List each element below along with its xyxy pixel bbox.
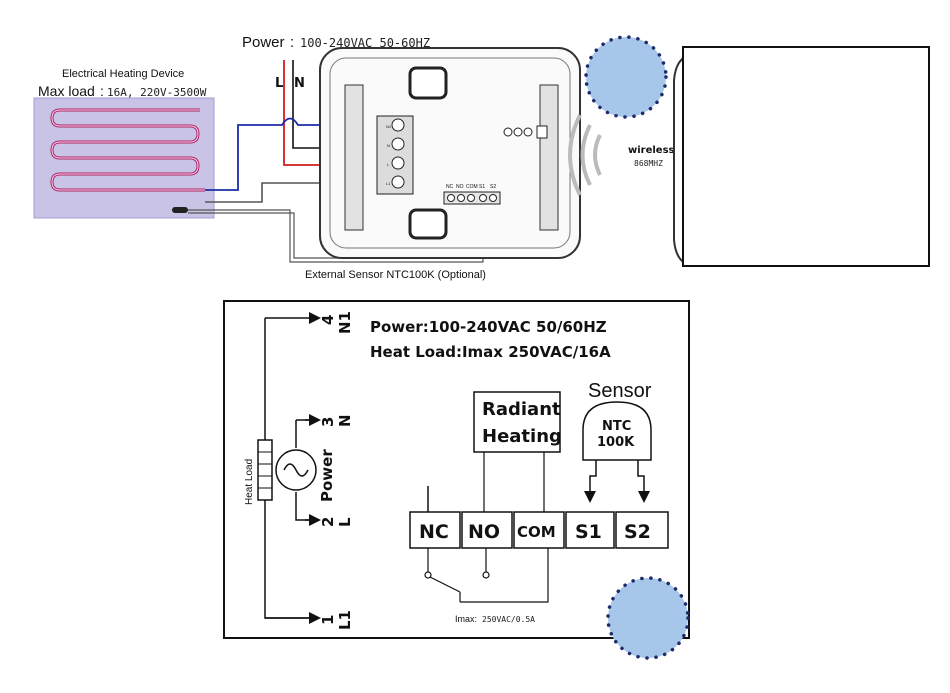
power-side-label: Power — [318, 449, 336, 502]
terminal-label-no: NO — [468, 521, 500, 543]
terminal-label-com: COM — [517, 523, 556, 541]
heater-wire-blue — [205, 117, 385, 191]
strip-label-com: COM — [466, 184, 478, 190]
blue-dot-marker-bottom — [606, 576, 690, 660]
side-label-l: L — [387, 162, 390, 167]
terminal-number-2: 2 — [319, 517, 337, 527]
terminal-s1 — [565, 511, 615, 549]
neutral-label: N — [294, 76, 305, 91]
strip-label-s2: S2 — [490, 184, 496, 190]
top-power-colon: : — [290, 34, 294, 51]
sensor-ntc-line2: 100K — [597, 435, 635, 450]
max-load-colon: : — [100, 83, 104, 99]
schematic-heat-load-line: Heat Load:Imax 250VAC/16A — [370, 343, 611, 361]
blue-dot-marker-top — [584, 35, 668, 119]
radiant-heating-line2: Heating — [482, 426, 562, 447]
heat-load-resistor — [257, 439, 273, 501]
strip-label-nc: NC — [446, 184, 454, 190]
terminal-com — [513, 511, 565, 549]
wireless-icon — [568, 114, 602, 196]
max-load-label: Max load — [38, 83, 95, 99]
terminal-number-3: 3 — [319, 417, 337, 427]
radiant-heating-box — [473, 391, 561, 453]
terminal-number-4: 4 — [319, 315, 337, 325]
terminal-nc — [409, 511, 461, 549]
strip-label-no: NO — [456, 184, 464, 190]
sensor-probe — [172, 207, 188, 213]
side-label-l1: L1 — [386, 181, 391, 186]
sensor-ntc-line1: NTC — [602, 419, 631, 434]
side-label-n1: N1 — [386, 124, 392, 129]
blank-box — [682, 46, 930, 267]
terminal-label-nc: NC — [419, 521, 449, 543]
terminal-number-1: 1 — [319, 615, 337, 625]
terminal-name-n: N — [336, 414, 354, 427]
strip-label-s1: S1 — [479, 184, 485, 190]
heating-device-title: Electrical Heating Device — [62, 68, 184, 80]
wireless-label: wireless — [628, 145, 675, 156]
terminal-name-l: L — [336, 517, 354, 527]
sensor-caption: External Sensor NTC100K (Optional) — [305, 269, 486, 281]
terminal-no — [461, 511, 513, 549]
max-load-value: 16A, 220V-3500W — [107, 86, 207, 99]
ntc-sensor-shape — [582, 401, 652, 461]
imax-label: Imax: — [455, 614, 477, 624]
heat-load-side-label: Heat Load — [244, 459, 255, 505]
sensor-title: Sensor — [588, 380, 652, 402]
line-label: L — [275, 76, 283, 91]
imax-value: 250VAC/0.5A — [482, 615, 535, 624]
radiant-heating-line1: Radiant — [482, 399, 561, 420]
top-power-value: 100-240VAC 50-60HZ — [300, 36, 430, 50]
terminal-label-s1: S1 — [575, 521, 602, 543]
terminal-label-s2: S2 — [624, 521, 651, 543]
wireless-freq: 868MHZ — [634, 159, 663, 168]
side-label-n: N — [387, 143, 390, 148]
terminal-name-l1: L1 — [336, 610, 354, 630]
thermostat-base — [319, 47, 581, 259]
terminal-row — [409, 511, 669, 549]
terminal-name-n1: N1 — [336, 311, 354, 334]
top-power-label: Power — [242, 34, 285, 51]
terminal-s2 — [615, 511, 669, 549]
relay-switch — [424, 548, 549, 603]
schematic-power-line: Power:100-240VAC 50/60HZ — [370, 318, 607, 336]
